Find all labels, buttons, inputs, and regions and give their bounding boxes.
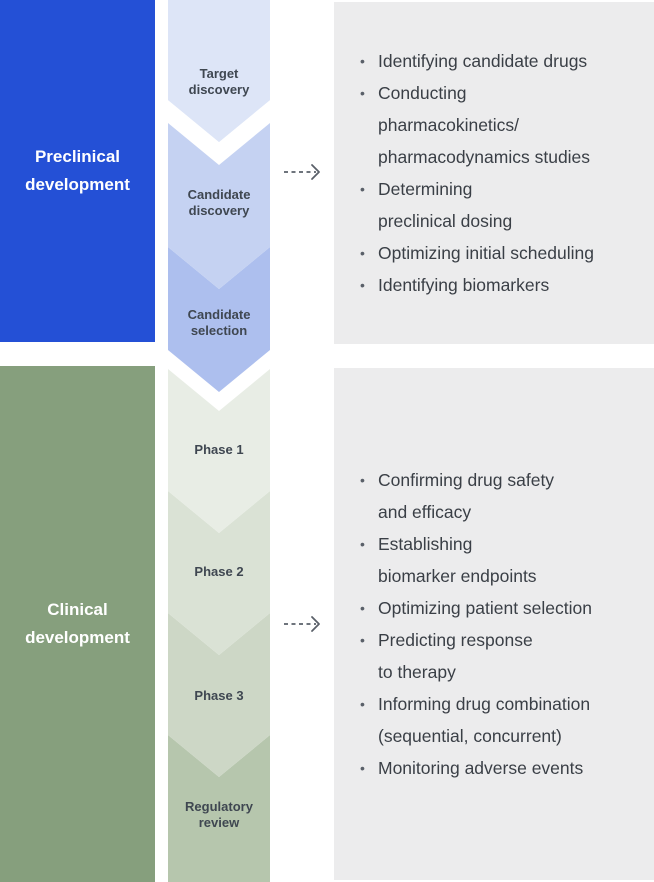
chevron-regulatory-review — [168, 735, 270, 882]
clinical-activities-list: Confirming drug safety and efficacy Esta… — [356, 464, 654, 784]
list-item: Determining preclinical dosing — [356, 173, 654, 237]
clinical-activities-panel: Confirming drug safety and efficacy Esta… — [334, 368, 654, 880]
step-label-phase-1: Phase 1 — [194, 442, 244, 457]
list-item: Identifying candidate drugs — [356, 45, 654, 77]
clinical-development-block: Clinical development — [0, 366, 155, 882]
preclinical-development-block: Preclinical development — [0, 0, 155, 342]
chevron-target-discovery-front — [168, 0, 270, 142]
preclinical-development-title: Preclinical development — [25, 147, 130, 194]
list-item: Conducting pharmacokinetics/ pharmacodyn… — [356, 77, 654, 173]
dashed-arrow-right-icon — [284, 616, 320, 632]
preclinical-activities-panel: Identifying candidate drugs Conducting p… — [334, 2, 654, 344]
chevron-candidate-discovery — [168, 123, 270, 289]
list-item: Establishing biomarker endpoints — [356, 528, 654, 592]
list-item: Informing drug combination (sequential, … — [356, 688, 654, 752]
list-item: Predicting response to therapy — [356, 624, 654, 688]
step-label-phase-2: Phase 2 — [194, 564, 244, 579]
list-item: Monitoring adverse events — [356, 752, 654, 784]
step-label-target-discovery: Target discovery — [188, 66, 250, 97]
chevron-candidate-selection — [168, 247, 270, 392]
list-item: Confirming drug safety and efficacy — [356, 464, 654, 528]
list-item: Optimizing initial scheduling — [356, 237, 654, 269]
clinical-development-title: Clinical development — [25, 600, 130, 647]
list-item: Optimizing patient selection — [356, 592, 654, 624]
dashed-arrow-right-icon — [284, 164, 320, 180]
chevron-phase-2 — [168, 491, 270, 655]
step-label-regulatory-review: Regulatory review — [185, 799, 253, 830]
step-label-phase-3: Phase 3 — [194, 688, 244, 703]
step-label-candidate-discovery: Candidate discovery — [187, 187, 251, 218]
step-label-candidate-selection: Candidate selection — [187, 307, 251, 338]
chevron-phase-1 — [168, 369, 270, 533]
chevron-phase-3 — [168, 613, 270, 777]
list-item: Identifying biomarkers — [356, 269, 654, 301]
preclinical-activities-list: Identifying candidate drugs Conducting p… — [356, 45, 654, 301]
